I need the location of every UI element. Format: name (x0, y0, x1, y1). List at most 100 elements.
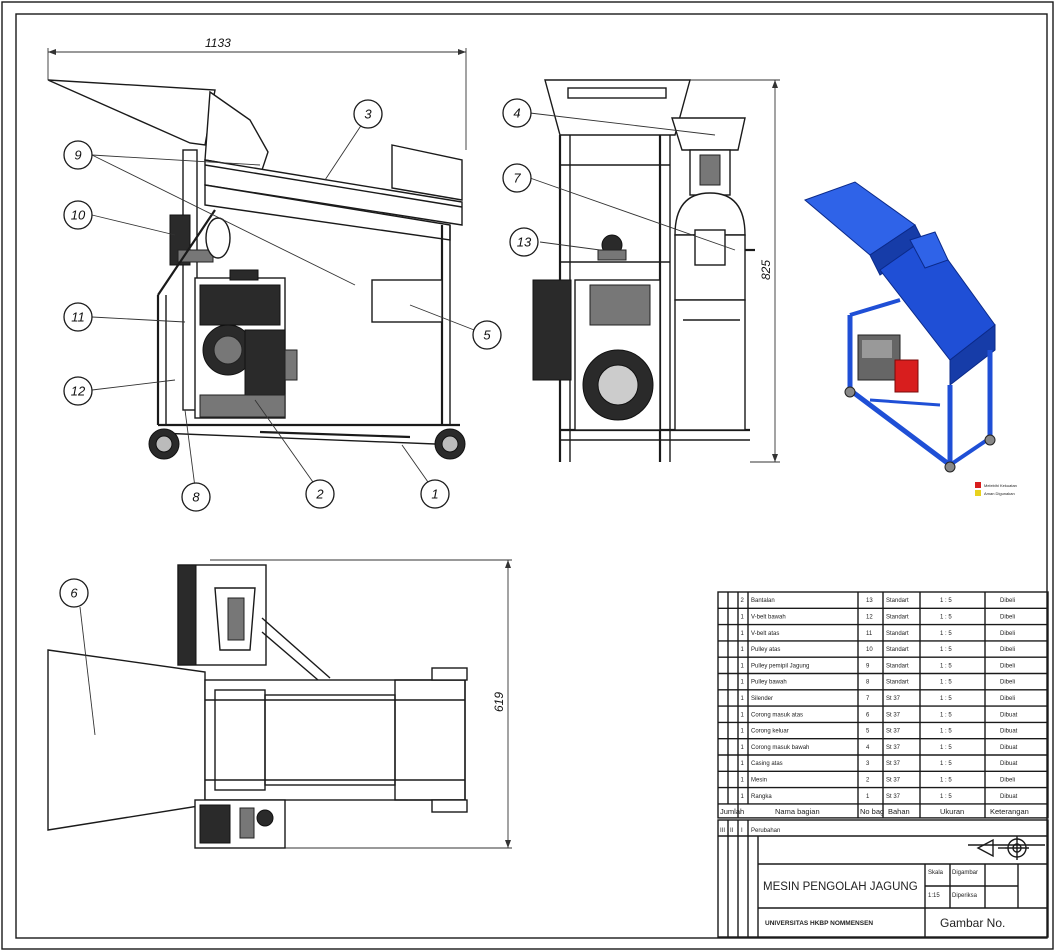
part-size: 1 : 5 (940, 663, 952, 669)
part-material: Standart (886, 680, 909, 686)
part-qty: 1 (741, 680, 745, 686)
svg-text:6: 6 (70, 586, 78, 601)
dim-height-label: 825 (759, 260, 773, 280)
engine-front (532, 279, 661, 431)
balloon-11: 11 (63, 302, 93, 332)
table-header-2: No bag (860, 807, 884, 816)
part-size: 1 : 5 (940, 680, 952, 686)
balloon-8: 8 (181, 482, 211, 512)
svg-text:4: 4 (513, 106, 520, 121)
drawn-label: Digambar (952, 870, 978, 876)
part-material: St 37 (886, 777, 901, 783)
part-number: 7 (866, 696, 870, 702)
rev-col-1: I (741, 828, 743, 834)
part-name: V-belt bawah (751, 614, 786, 620)
part-number: 6 (866, 712, 870, 718)
part-size: 1 : 5 (940, 777, 952, 783)
svg-text:8: 8 (192, 490, 200, 505)
part-number: 13 (866, 598, 873, 604)
scale-value: 1:15 (928, 893, 940, 899)
part-material: Standart (886, 647, 909, 653)
part-qty: 1 (741, 647, 745, 653)
part-name: Pulley bawah (751, 680, 787, 686)
part-note: Dibuat (1000, 794, 1018, 800)
legend-swatch-red (975, 482, 981, 488)
outlet-box (371, 279, 443, 323)
part-note: Dibuat (1000, 712, 1018, 718)
table-header-1: Nama bagian (775, 807, 820, 816)
part-material: Standart (886, 614, 909, 620)
part-name: Mesin (751, 777, 767, 783)
balloon-3: 3 (353, 99, 383, 129)
part-size: 1 : 5 (940, 631, 952, 637)
part-number: 11 (866, 631, 873, 637)
part-size: 1 : 5 (940, 729, 952, 735)
front-view: 825 (529, 79, 780, 463)
part-note: Dibuat (1000, 729, 1018, 735)
drawing-number-label: Gambar No. (940, 916, 1005, 930)
table-header-3: Bahan (888, 807, 910, 816)
part-name: Corong masuk atas (751, 712, 803, 718)
part-number: 12 (866, 614, 873, 620)
svg-text:3: 3 (364, 107, 372, 122)
engine-side (194, 269, 298, 419)
part-material: St 37 (886, 712, 901, 718)
part-material: Standart (886, 631, 909, 637)
part-material: Standart (886, 598, 909, 604)
svg-text:7: 7 (513, 171, 521, 186)
part-note: Dibeli (1000, 777, 1015, 783)
hopper-top (544, 79, 691, 136)
inlet-chute (47, 79, 216, 146)
svg-text:10: 10 (71, 208, 86, 223)
checked-label: Diperiksa (952, 893, 978, 899)
projection-symbol (968, 836, 1045, 860)
part-material: Standart (886, 663, 909, 669)
part-note: Dibeli (1000, 631, 1015, 637)
table-header-4: Ukuran (940, 807, 964, 816)
balloon-12: 12 (63, 376, 93, 406)
table-header-0: Jumlah (720, 807, 744, 816)
svg-text:5: 5 (483, 328, 491, 343)
balloon-9: 9 (63, 140, 93, 170)
balloon-5: 5 (472, 320, 502, 350)
part-size: 1 : 5 (940, 696, 952, 702)
institution-name: UNIVERSITAS HKBP NOMMENSEN (765, 920, 873, 927)
balloon-4: 4 (502, 98, 532, 128)
legend-label-yellow: Aman Digunakan (984, 491, 1015, 496)
part-material: St 37 (886, 794, 901, 800)
scale-label: Skala (928, 870, 944, 876)
title-block: III II I Perubahan MESIN PENGOLAH JAGUNG… (717, 819, 1049, 938)
part-name: Corong keluar (751, 729, 789, 735)
model-motor (894, 359, 919, 393)
balloon-10: 10 (63, 200, 93, 230)
legend-swatch-yellow (975, 490, 981, 496)
part-size: 1 : 5 (940, 614, 952, 620)
part-material: St 37 (886, 696, 901, 702)
isometric-model: Melebihi Kekuatan Aman Digunakan (804, 181, 1017, 496)
part-name: Rangka (751, 794, 772, 800)
part-qty: 1 (741, 631, 745, 637)
part-note: Dibuat (1000, 745, 1018, 751)
table-header-5: Keterangan (990, 807, 1029, 816)
part-note: Dibeli (1000, 663, 1015, 669)
top-view: 619 (47, 559, 512, 849)
part-name: Silender (751, 696, 773, 702)
part-number: 1 (866, 794, 870, 800)
part-number: 4 (866, 745, 870, 751)
part-number: 10 (866, 647, 873, 653)
part-note: Dibeli (1000, 680, 1015, 686)
part-size: 1 : 5 (940, 794, 952, 800)
legend-label-red: Melebihi Kekuatan (984, 483, 1017, 488)
part-note: Dibeli (1000, 696, 1015, 702)
part-name: Casing atas (751, 761, 783, 767)
part-number: 2 (866, 777, 870, 783)
part-note: Dibeli (1000, 647, 1015, 653)
svg-text:1: 1 (431, 487, 438, 502)
svg-text:11: 11 (71, 310, 85, 325)
part-number: 8 (866, 680, 870, 686)
top-body (204, 679, 466, 801)
part-qty: 1 (741, 729, 745, 735)
